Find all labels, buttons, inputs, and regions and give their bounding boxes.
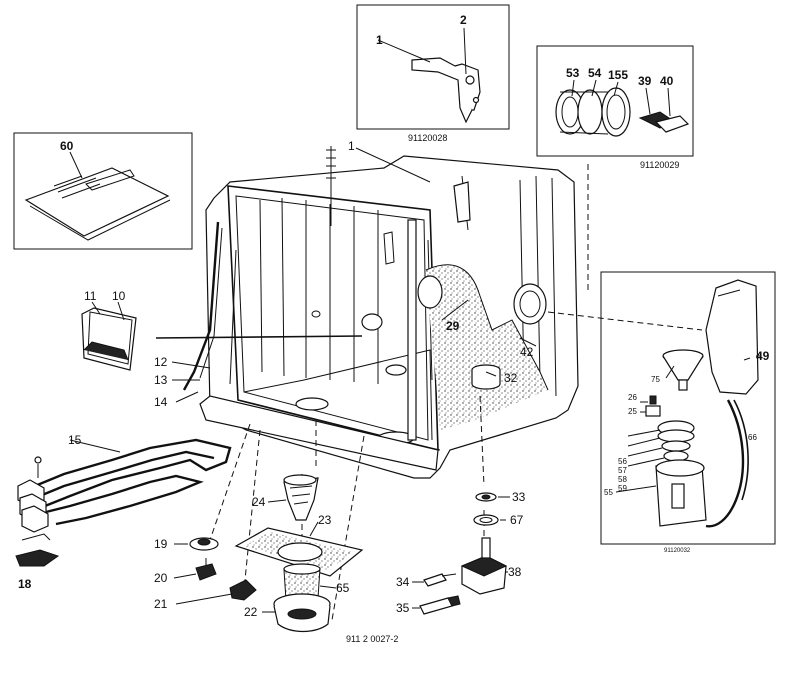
callout-49: 49 — [756, 349, 770, 363]
callout-65: 65 — [336, 581, 350, 595]
callout-57: 57 — [618, 466, 627, 475]
inset-box-hinge: 1 2 91120028 — [356, 4, 510, 143]
inset-code-91120032: 91120032 — [664, 548, 691, 554]
inset-box-door-seal: 53 54 155 39 40 91120029 — [536, 45, 694, 170]
callout-22: 22 — [244, 605, 258, 619]
dishwasher-tub: 1 29 42 32 — [182, 139, 579, 479]
callout-19: 19 — [154, 537, 168, 551]
callout-21: 21 — [154, 597, 168, 611]
callout-25: 25 — [628, 407, 637, 416]
callout-34: 34 — [396, 575, 410, 589]
callout-53: 53 — [566, 66, 580, 80]
drawing-number: 911 2 0027-2 — [346, 634, 398, 644]
connector-lines — [155, 160, 703, 621]
callout-33: 33 — [512, 490, 526, 504]
inset-box-detergent-dispenser: 49 75 26 25 66 56 57 58 59 55 91120032 — [600, 271, 776, 554]
callout-38: 38 — [508, 565, 522, 579]
callout-56: 56 — [618, 457, 627, 466]
callout-10: 10 — [112, 289, 126, 303]
heating-element: 15 18 — [15, 433, 232, 591]
callout-23: 23 — [318, 513, 332, 527]
callout-11: 11 — [84, 289, 97, 303]
callout-59: 59 — [618, 484, 627, 493]
callout-42: 42 — [520, 345, 534, 359]
callout-2: 2 — [460, 13, 467, 27]
callout-13: 13 — [154, 373, 168, 387]
left-parts: 11 10 12 13 14 — [81, 289, 211, 409]
callout-55: 55 — [604, 488, 613, 497]
callout-58: 58 — [618, 475, 627, 484]
callout-39: 39 — [638, 74, 652, 88]
callout-60: 60 — [60, 139, 74, 153]
callout-24: 24 — [252, 495, 266, 509]
callout-75: 75 — [651, 375, 660, 384]
inset-code-91120028: 91120028 — [408, 133, 447, 143]
callout-40: 40 — [660, 74, 674, 88]
callout-1-tub: 1 — [348, 139, 355, 153]
callout-54: 54 — [588, 66, 602, 80]
callout-66: 66 — [748, 433, 757, 442]
callout-20: 20 — [154, 571, 168, 585]
bottom-parts: 19 20 21 24 23 65 22 911 2 0027-2 — [154, 474, 398, 644]
callout-12: 12 — [154, 355, 168, 369]
callout-15: 15 — [68, 433, 82, 447]
callout-35: 35 — [396, 601, 410, 615]
inset-code-91120029: 91120029 — [640, 160, 679, 170]
callout-155: 155 — [608, 68, 628, 82]
callout-26: 26 — [628, 393, 637, 402]
callout-32: 32 — [504, 371, 518, 385]
inset-box-manual: 60 — [13, 132, 193, 250]
callout-1-hinge: 1 — [376, 33, 383, 47]
callout-29: 29 — [446, 319, 460, 333]
right-bottom-parts: 33 67 38 34 35 — [396, 490, 526, 615]
callout-18: 18 — [18, 577, 32, 591]
callout-67: 67 — [510, 513, 524, 527]
callout-14: 14 — [154, 395, 168, 409]
